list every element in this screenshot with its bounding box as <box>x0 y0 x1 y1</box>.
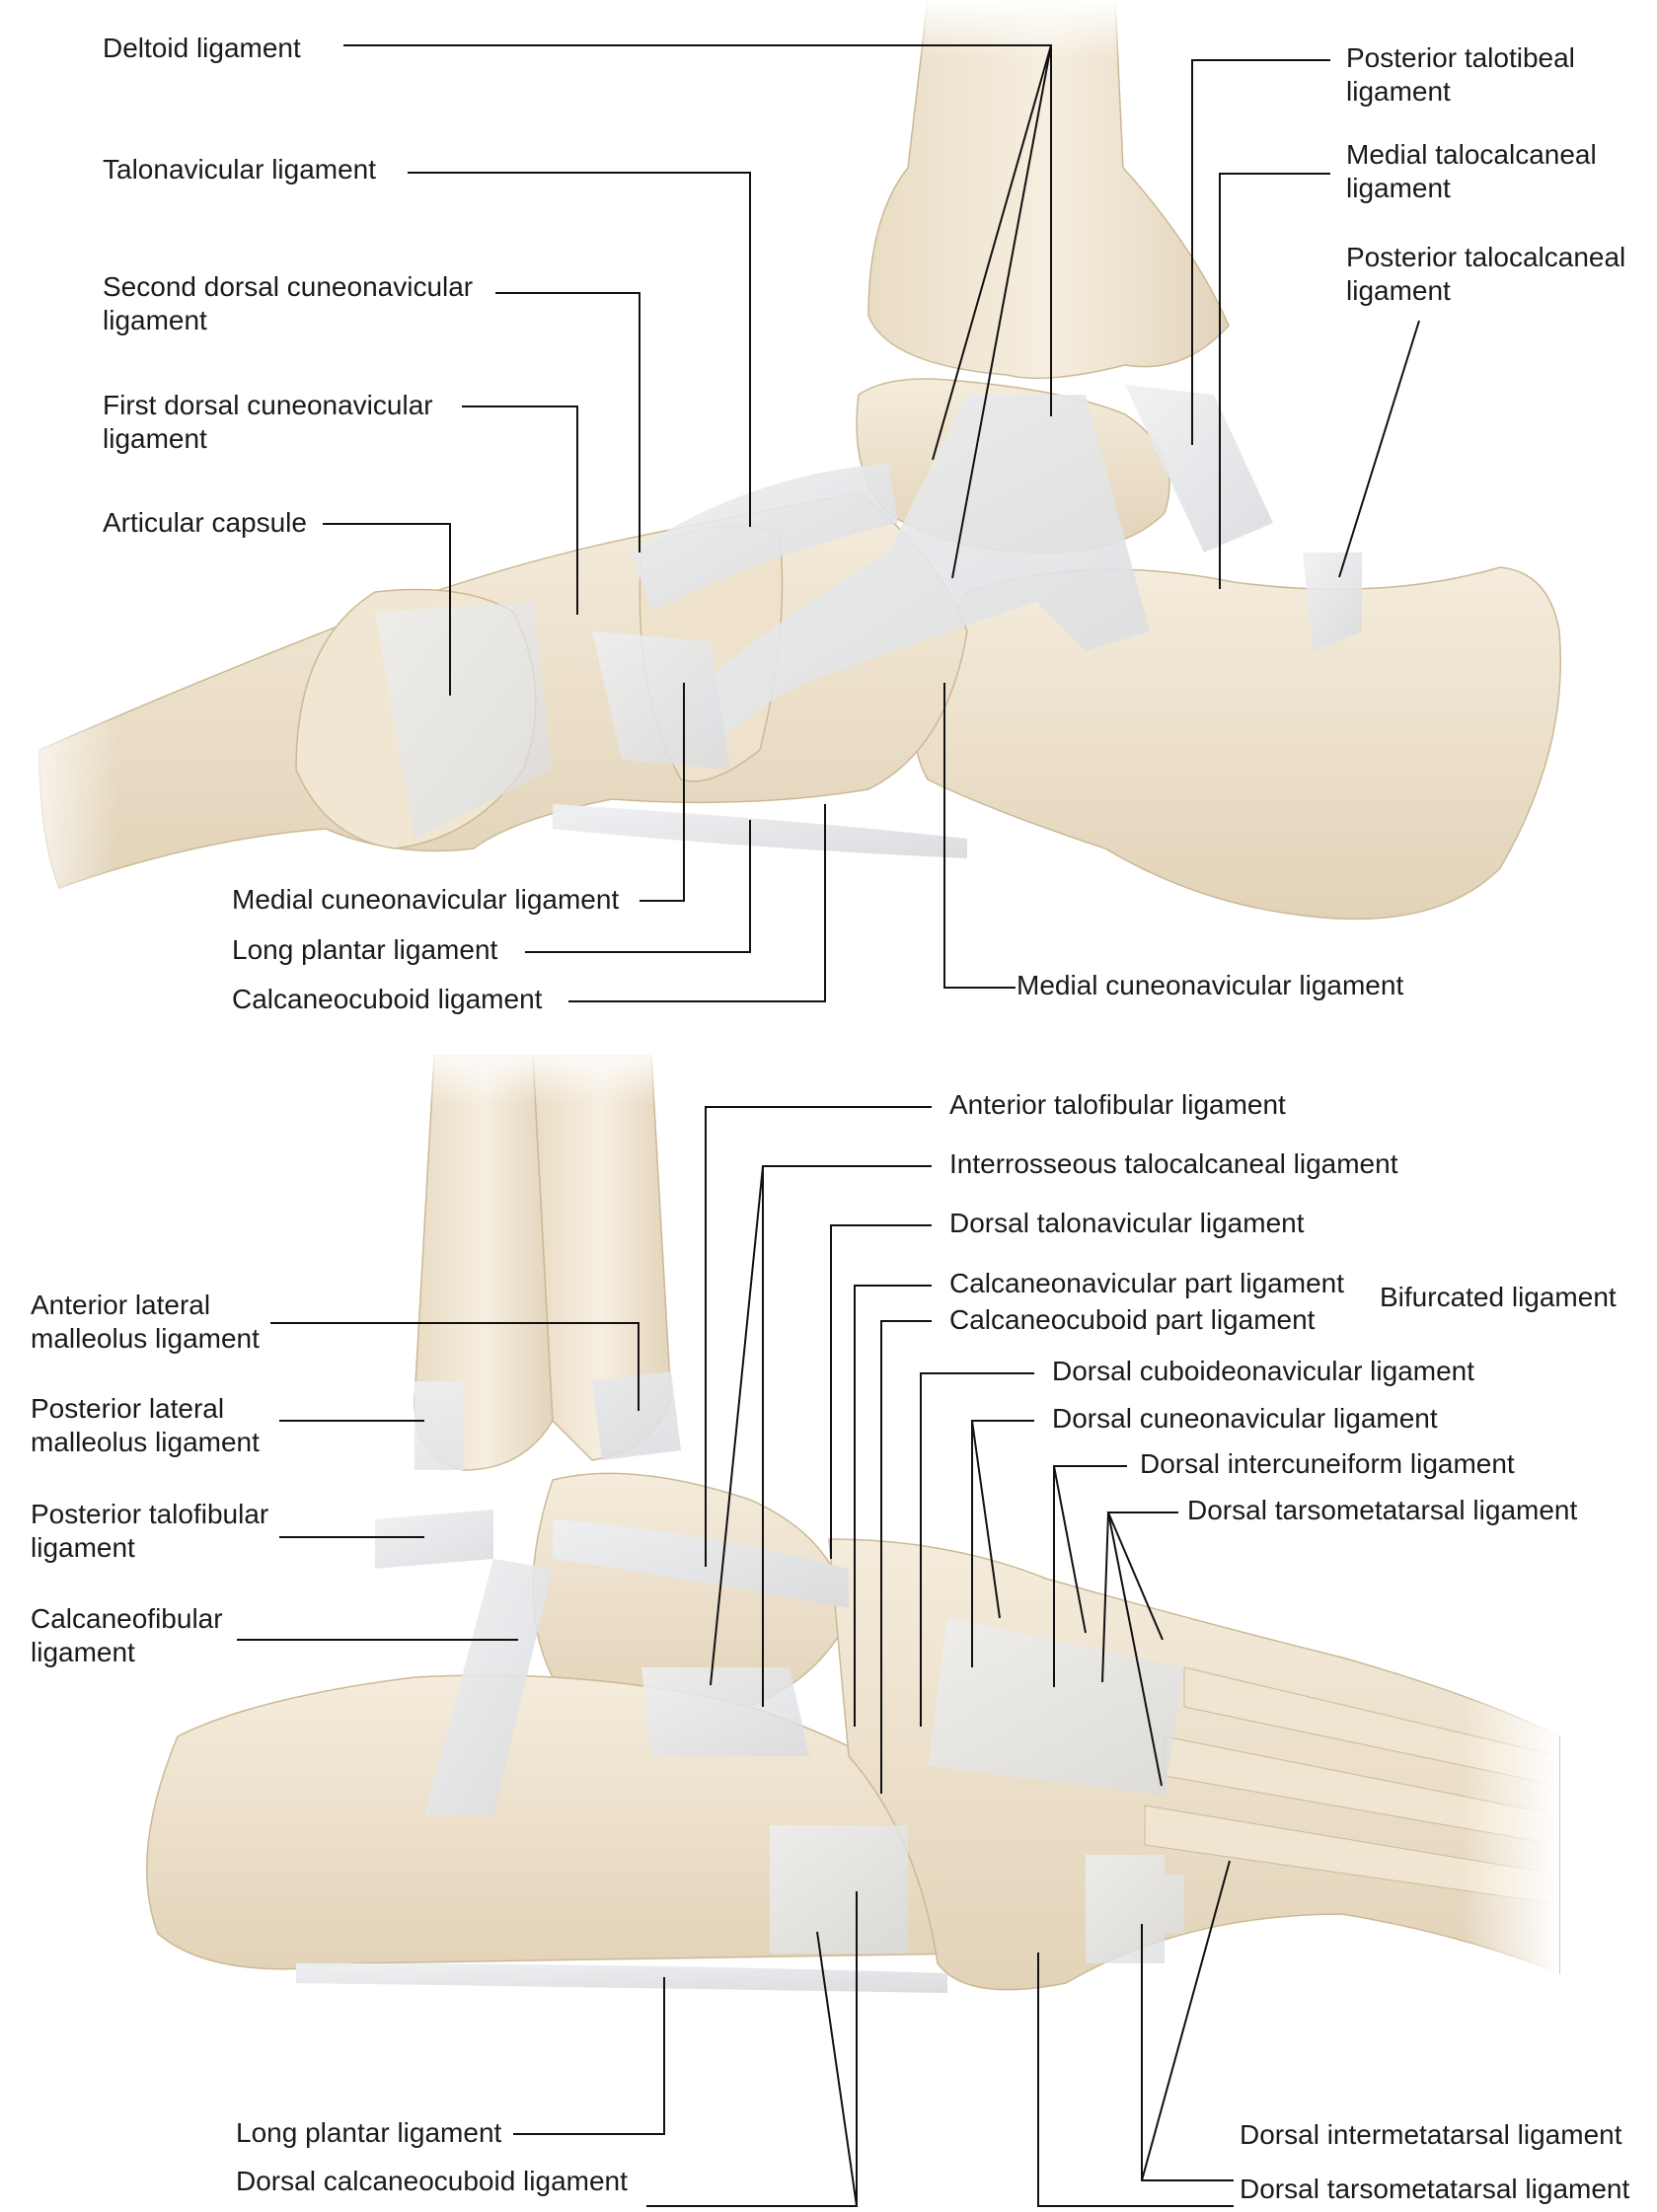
leader-long-plantar-lateral <box>513 1977 665 2135</box>
long-plantar-band-lateral <box>296 1963 947 1993</box>
leader-deltoid-3 <box>951 44 1052 579</box>
label-posterior-lateral-malleolus-line1: Posterior lateral <box>31 1393 225 1424</box>
leader-interrosseous-2 <box>710 1165 764 1686</box>
leader-dorsal-cuboideonavicular <box>920 1372 1034 1727</box>
medial-foot-illustration <box>0 0 1561 927</box>
leader-medial-cuneonavicular <box>640 683 685 902</box>
label-dorsal-cuboideonavicular: Dorsal cuboideonavicular ligament <box>1052 1356 1475 1386</box>
malleolus-bands <box>414 1371 681 1470</box>
label-long-plantar-lateral: Long plantar ligament <box>236 2117 502 2148</box>
label-first-dorsal-cuneonavicular-line1: First dorsal cuneonavicular <box>103 390 433 420</box>
leader-deltoid-2 <box>932 44 1052 461</box>
leader-calcaneocuboid-part <box>880 1320 932 1794</box>
leader-calcaneonavicular <box>854 1285 932 1727</box>
tarsometatarsal-bands <box>1086 1855 1184 1963</box>
leader-dorsal-talonavicular <box>830 1224 932 1559</box>
dorsal-midfoot-bands <box>928 1618 1184 1796</box>
label-anterior-lateral-malleolus-line2: malleolus ligament <box>31 1323 260 1354</box>
label-dorsal-intercuneiform: Dorsal intercuneiform ligament <box>1140 1448 1515 1479</box>
label-medial-cuneonavicular: Medial cuneonavicular ligament <box>232 884 620 915</box>
label-bifurcated-ligament: Bifurcated ligament <box>1380 1282 1617 1312</box>
label-dorsal-tarsometatarsal-lower: Dorsal tarsometatarsal ligament <box>1240 2174 1630 2204</box>
label-articular-capsule: Articular capsule <box>103 507 307 538</box>
label-posterior-lateral-malleolus-line2: malleolus ligament <box>31 1427 260 1457</box>
leader-dorsal-cuneonavicular-2 <box>971 1420 1001 1619</box>
label-posterior-talotibeal-line1: Posterior talotibeal <box>1346 42 1575 73</box>
leader-dorsal-tarsometatarsal-lower <box>1037 1953 1234 2207</box>
talocalcaneal-band <box>1303 553 1362 651</box>
label-first-dorsal-cuneonavicular-line2: ligament <box>103 423 207 454</box>
label-deltoid-ligament: Deltoid ligament <box>103 33 301 63</box>
label-calcaneocuboid-medial: Calcaneocuboid ligament <box>232 984 543 1014</box>
label-posterior-talotibeal-line2: ligament <box>1346 76 1451 107</box>
leader-first-dorsal-cuneonavicular <box>462 406 578 615</box>
label-interrosseous-talocalcaneal: Interrosseous talocalcaneal ligament <box>949 1148 1398 1179</box>
leader-dorsal-intermetatarsal-2 <box>1141 1860 1231 2181</box>
cuneonavicular-band <box>592 631 730 770</box>
lateral-foot-illustration <box>146 1046 1560 1993</box>
posterior-talotibeal-band <box>1125 385 1273 553</box>
label-dorsal-calcaneocuboid: Dorsal calcaneocuboid ligament <box>236 2166 628 2196</box>
leader-lines <box>237 44 1420 2207</box>
label-medial-cuneonavicular-2: Medial cuneonavicular ligament <box>1017 970 1404 1000</box>
label-long-plantar-medial: Long plantar ligament <box>232 934 498 965</box>
label-posterior-talocalcaneal-line1: Posterior talocalcaneal <box>1346 242 1626 272</box>
leader-articular-capsule <box>323 523 451 696</box>
calcaneus-bone <box>913 566 1561 921</box>
label-calcaneofibular-line2: ligament <box>31 1637 135 1667</box>
label-dorsal-talonavicular: Dorsal talonavicular ligament <box>949 1208 1305 1238</box>
deltoid-ligament-band <box>691 395 1150 750</box>
leader-anterior-talofibular <box>705 1106 932 1567</box>
leader-posterior-talotibeal <box>1191 59 1330 445</box>
calcaneofibular-band <box>424 1559 553 1815</box>
label-posterior-talofibular-line2: ligament <box>31 1532 135 1563</box>
leader-talonavicular <box>408 172 751 527</box>
calcaneocuboid-band <box>770 1825 908 1954</box>
posterior-talofibular-band <box>375 1510 493 1569</box>
capsule-band <box>375 602 553 839</box>
leader-medial-talocalcaneal <box>1219 173 1330 589</box>
anterior-talofibular-band <box>553 1519 849 1608</box>
label-calcaneonavicular-part: Calcaneonavicular part ligament <box>949 1268 1344 1298</box>
plantar-band <box>553 804 967 858</box>
label-posterior-talocalcaneal-line2: ligament <box>1346 275 1451 306</box>
leader-calcaneocuboid-medial <box>568 804 826 1002</box>
leader-long-plantar-medial <box>525 820 751 953</box>
label-talonavicular-ligament: Talonavicular ligament <box>103 154 377 184</box>
leader-medial-cuneonavicular-2 <box>943 683 1016 989</box>
label-anterior-talofibular: Anterior talofibular ligament <box>949 1089 1286 1120</box>
label-posterior-talofibular-line1: Posterior talofibular <box>31 1499 269 1529</box>
label-dorsal-intermetatarsal: Dorsal intermetatarsal ligament <box>1240 2119 1622 2150</box>
leader-anterior-lateral-malleolus <box>270 1322 640 1411</box>
label-calcaneofibular-line1: Calcaneofibular <box>31 1603 223 1634</box>
label-dorsal-tarsometatarsal: Dorsal tarsometatarsal ligament <box>1187 1495 1578 1525</box>
leader-second-dorsal-cuneonavicular <box>495 292 640 553</box>
label-anterior-lateral-malleolus-line1: Anterior lateral <box>31 1290 211 1320</box>
tibia-bone <box>867 0 1230 380</box>
label-medial-talocalcaneal-line2: ligament <box>1346 173 1451 203</box>
bifurcated-band <box>641 1667 809 1756</box>
label-medial-talocalcaneal-line1: Medial talocalcaneal <box>1346 139 1597 170</box>
label-second-dorsal-cuneonavicular-line2: ligament <box>103 305 207 335</box>
leader-dorsal-tarsometatarsal-2 <box>1101 1512 1109 1683</box>
talonavicular-band <box>632 464 898 612</box>
label-second-dorsal-cuneonavicular-line1: Second dorsal cuneonavicular <box>103 271 474 302</box>
leader-posterior-talocalcaneal <box>1338 320 1420 578</box>
leader-dorsal-tarsometatarsal-3 <box>1107 1512 1163 1787</box>
leader-dorsal-intercuneiform-2 <box>1053 1465 1087 1634</box>
label-calcaneocuboid-part: Calcaneocuboid part ligament <box>949 1304 1316 1335</box>
label-dorsal-cuneonavicular: Dorsal cuneonavicular ligament <box>1052 1403 1438 1434</box>
